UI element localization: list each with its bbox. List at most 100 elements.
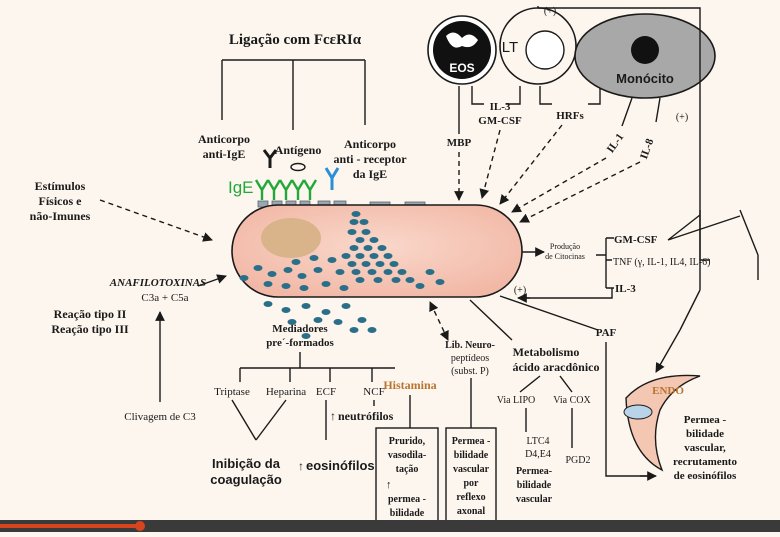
box1-line-1: Prurido, <box>389 436 426 447</box>
lt-nucleus <box>525 30 565 70</box>
box1-line-6: bilidade <box>390 508 425 519</box>
inibicao-label-2: coagulação <box>210 472 282 487</box>
metabolismo-label-2: ácido aracdônico <box>513 360 600 374</box>
paf-to-endo-line <box>605 342 652 477</box>
reacao-tipo-iii: Reação tipo III <box>51 322 129 336</box>
mediadores-label-1: Mediadores <box>272 323 328 335</box>
lib-neuro-label-1: Lib. Neuro- <box>445 340 495 351</box>
paf-label: PAF <box>596 327 617 339</box>
right-column-lines <box>679 209 759 331</box>
gmcsf-arrow <box>479 129 501 199</box>
metabolismo-label-1: Metabolismo <box>513 345 580 359</box>
hrfs-arrow <box>499 124 563 205</box>
box2-line-6: axonal <box>457 506 486 517</box>
antigeno-label: Antígeno <box>275 143 322 157</box>
pgd2-label: PGD2 <box>565 455 590 466</box>
reacao-tipo-ii: Reação tipo II <box>54 307 127 321</box>
neutrofilos-up-icon: ↑ <box>330 409 336 423</box>
eosinofilos-label: eosinófilos <box>306 458 375 473</box>
released-granules <box>263 301 377 339</box>
eosinofilos-up-icon: ↑ <box>298 459 304 473</box>
c3a-c5a-label: C3a + C5a <box>141 292 188 304</box>
box2-line-4: por <box>464 478 480 489</box>
hrfs-label: HRFs <box>556 110 584 122</box>
estimulos-label-1: Estímulos <box>35 179 86 193</box>
triptase-label: Triptase <box>214 386 250 398</box>
metabolismo-link <box>469 299 513 341</box>
page-title: Ligação com FcεRIα <box>229 32 362 48</box>
anafilotoxinas-label: ANAFILOTOXINAS <box>109 277 206 289</box>
right-to-endo-line <box>655 329 681 373</box>
neuro-dashed-link <box>429 301 449 341</box>
permea-endo-label-2: bilidade <box>686 428 724 440</box>
cell-granules <box>239 211 445 291</box>
permea-endo-label-4: recrutamento <box>673 456 737 468</box>
monocito-label: Monócito <box>616 71 674 86</box>
mast-cell-nucleus <box>261 218 321 258</box>
producao-label-2: de Citocinas <box>545 252 585 261</box>
inibicao-lines <box>231 399 287 441</box>
il8-arrow <box>519 161 641 223</box>
gmcsf-top-label: GM-CSF <box>478 115 522 127</box>
mbp-label: MBP <box>447 137 472 149</box>
ltc4-label-2: D4,E4 <box>525 449 551 460</box>
permea-ltc-label-2: bilidade <box>517 480 552 491</box>
anti-receptor-antibody-icon <box>324 167 340 190</box>
il8-label: IL-8 <box>638 137 657 161</box>
video-progress-bar[interactable] <box>0 520 780 532</box>
anti-receptor-label-1: Anticorpo <box>344 137 396 151</box>
anti-ige-label-2: anti-IgE <box>203 147 246 161</box>
box2-line-2: bilidade <box>454 450 489 461</box>
il3-cyto-label: IL-3 <box>615 283 636 295</box>
gmcsf-cyto-label: GM-CSF <box>614 234 658 246</box>
anti-ige-antibody-icon <box>262 149 278 168</box>
ecf-label: ECF <box>316 386 336 398</box>
anti-ige-label-1: Anticorpo <box>198 132 250 146</box>
neutrofilos-label: neutrófilos <box>338 409 394 423</box>
eos-granule-shape <box>446 32 478 48</box>
il3-label: IL-3 <box>490 101 511 113</box>
lib-neuro-label-2: peptídeos <box>451 353 489 364</box>
inibicao-label-1: Inibição da <box>212 456 281 471</box>
paf-link <box>499 295 599 331</box>
permea-ltc-label-1: Permea- <box>516 466 552 477</box>
mediadores-label-2: pre´-formados <box>266 337 334 349</box>
endo-nucleus <box>623 404 653 420</box>
plus-top-label: (+) <box>544 6 556 17</box>
permea-ltc-label-3: vascular <box>516 494 553 505</box>
histamina-label: Histamina <box>383 378 436 392</box>
il1-label: IL-1 <box>605 131 627 155</box>
ltc4-label-1: LTC4 <box>527 436 550 447</box>
feedback-loop-top <box>538 7 710 261</box>
lib-neuro-label-3: (subst. P) <box>451 366 489 377</box>
endo-cell <box>625 374 701 472</box>
permea-endo-label-5: de eosinófilos <box>674 470 737 482</box>
lt-label: LT <box>502 39 518 56</box>
gmcsf-to-right-line <box>667 214 741 241</box>
monocito-nucleus <box>631 36 659 64</box>
permea-endo-label-3: vascular, <box>684 442 726 454</box>
monocito-to-il-line <box>621 97 661 127</box>
estimulos-arrow <box>99 199 213 242</box>
video-progress-fill <box>0 524 141 528</box>
box1-up-icon: ↑ <box>386 479 392 491</box>
permea-endo-label-1: Permea - <box>684 414 727 426</box>
title-bracket <box>221 59 366 130</box>
via-cox-label: Via COX <box>553 395 591 406</box>
eos-lt-to-il3-line <box>471 86 521 105</box>
estimulos-label-3: não-Imunes <box>30 209 91 223</box>
plus-right-label: (+) <box>676 112 688 123</box>
plus-bottom-label: (+) <box>514 285 526 296</box>
hrfs-line <box>539 86 601 105</box>
producao-label-1: Produção <box>550 242 580 251</box>
box1-line-3: tação <box>396 464 419 475</box>
anti-receptor-label-2: anti - receptor <box>333 152 407 166</box>
ige-label: IgE <box>228 178 254 197</box>
tnf-label: TNF (γ, IL-1, IL4, IL-6) <box>613 257 710 268</box>
box2-line-3: vascular <box>453 464 490 475</box>
video-progress-knob[interactable] <box>135 521 146 531</box>
il3-feedback-line <box>520 288 613 299</box>
anti-receptor-label-3: da IgE <box>353 167 387 181</box>
